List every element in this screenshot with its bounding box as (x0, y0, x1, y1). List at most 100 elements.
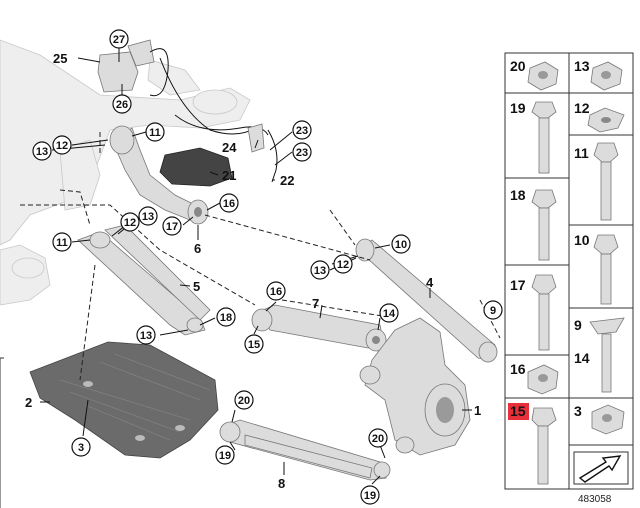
fastener-nut-16 (527, 364, 559, 395)
callout-number: 13 (36, 146, 48, 158)
callout-number: 19 (219, 450, 231, 462)
callout-circle (219, 193, 239, 213)
callout-19: 19 (215, 445, 235, 465)
callout-13: 13 (32, 141, 52, 161)
callout-circle (292, 142, 312, 162)
callout-number: 17 (166, 221, 178, 233)
callout-26: 26 (112, 94, 132, 114)
fastener-label-16[interactable]: 16 (510, 361, 526, 377)
fastener-label-17[interactable]: 17 (510, 277, 526, 293)
callout-circle (71, 437, 91, 457)
part-label: 25 (53, 51, 67, 66)
callout-number: 13 (142, 211, 154, 223)
callout-circle (360, 485, 380, 505)
cable-clip (247, 123, 265, 153)
fastener-label-18[interactable]: 18 (510, 187, 526, 203)
callout-circle (244, 334, 264, 354)
fastener-washer-12 (587, 107, 625, 133)
callout-number: 23 (296, 125, 308, 137)
callout-number: 23 (296, 147, 308, 159)
fastener-panel (504, 52, 634, 490)
fastener-label-3[interactable]: 3 (574, 403, 582, 419)
callout-16: 16 (219, 193, 239, 213)
callout-circle (52, 232, 72, 252)
callout-number: 14 (383, 308, 396, 320)
callout-circle (138, 206, 158, 226)
left-table-fragment (0, 357, 4, 508)
panel-label-group: 20 13 19 12 11 18 10 17 9 14 16 15 3 (508, 58, 590, 420)
fastener-label-15[interactable]: 15 (510, 403, 526, 419)
callout-number: 20 (372, 433, 384, 445)
callout-12: 12 (333, 254, 353, 274)
part-label: 8 (278, 476, 285, 491)
bare-label-group: 25 24 21 22 6 5 7 4 2 1 8 (25, 51, 481, 491)
toe-link-4 (355, 238, 498, 363)
fastener-bolt-17 (531, 274, 557, 351)
callout-15: 15 (244, 334, 264, 354)
fastener-label-9[interactable]: 9 (574, 317, 582, 333)
fastener-label-19[interactable]: 19 (510, 100, 526, 116)
part-label: 2 (25, 395, 32, 410)
callout-number: 13 (140, 330, 152, 342)
sensor-module (97, 39, 278, 183)
callout-circle (136, 325, 156, 345)
callout-number: 20 (238, 395, 250, 407)
callout-number: 27 (113, 34, 125, 46)
callout-circle (368, 428, 388, 448)
part-label: 7 (312, 296, 319, 311)
callout-circle (112, 94, 132, 114)
fastener-label-11[interactable]: 11 (574, 145, 589, 161)
callout-circle (234, 390, 254, 410)
callout-number: 9 (490, 305, 496, 317)
part-label: 22 (280, 173, 294, 188)
fastener-flange-nut-20 (527, 61, 559, 91)
fastener-label-10[interactable]: 10 (574, 232, 590, 248)
callout-circle (215, 445, 235, 465)
fastener-label-20[interactable]: 20 (510, 58, 526, 74)
part-label: 5 (193, 279, 200, 294)
sensor-bracket (159, 147, 233, 187)
callout-11: 11 (145, 122, 165, 142)
callout-number: 11 (149, 127, 161, 139)
callout-12: 12 (52, 135, 72, 155)
callout-9: 9 (483, 300, 503, 320)
callout-18: 18 (216, 307, 236, 327)
callout-11: 11 (52, 232, 72, 252)
fastener-label-13[interactable]: 13 (574, 58, 590, 74)
callout-number: 12 (56, 140, 68, 152)
fastener-bolt-18 (531, 189, 557, 261)
part-label: 21 (222, 168, 236, 183)
callout-12: 12 (120, 212, 140, 232)
callout-circle (109, 29, 129, 49)
callout-number: 13 (314, 265, 326, 277)
callout-27: 27 (109, 29, 129, 49)
link-arm-7 (251, 304, 387, 352)
arrow-symbol-icon (573, 451, 629, 485)
callout-17: 17 (162, 216, 182, 236)
callout-20: 20 (234, 390, 254, 410)
trailing-link (77, 224, 211, 336)
callout-number: 16 (270, 286, 282, 298)
fastener-bolt-11 (593, 142, 619, 221)
underbody-shield (29, 341, 219, 459)
callout-number: 18 (220, 312, 232, 324)
callout-14: 14 (379, 303, 399, 323)
callout-circle (145, 122, 165, 142)
fastener-label-14[interactable]: 14 (574, 350, 590, 366)
callout-19: 19 (360, 485, 380, 505)
callout-circle (32, 141, 52, 161)
callout-23: 23 (292, 142, 312, 162)
fastener-label-12[interactable]: 12 (574, 100, 590, 116)
callout-23: 23 (292, 120, 312, 140)
callout-circle (391, 234, 411, 254)
callout-number: 11 (56, 237, 68, 249)
highlight-badge (508, 403, 529, 420)
callout-circle (379, 303, 399, 323)
rear-subframe (0, 39, 251, 306)
callout-number: 10 (395, 239, 407, 251)
callout-10: 10 (391, 234, 411, 254)
fastener-bolt-14 (589, 317, 625, 393)
callout-number: 19 (364, 490, 376, 502)
